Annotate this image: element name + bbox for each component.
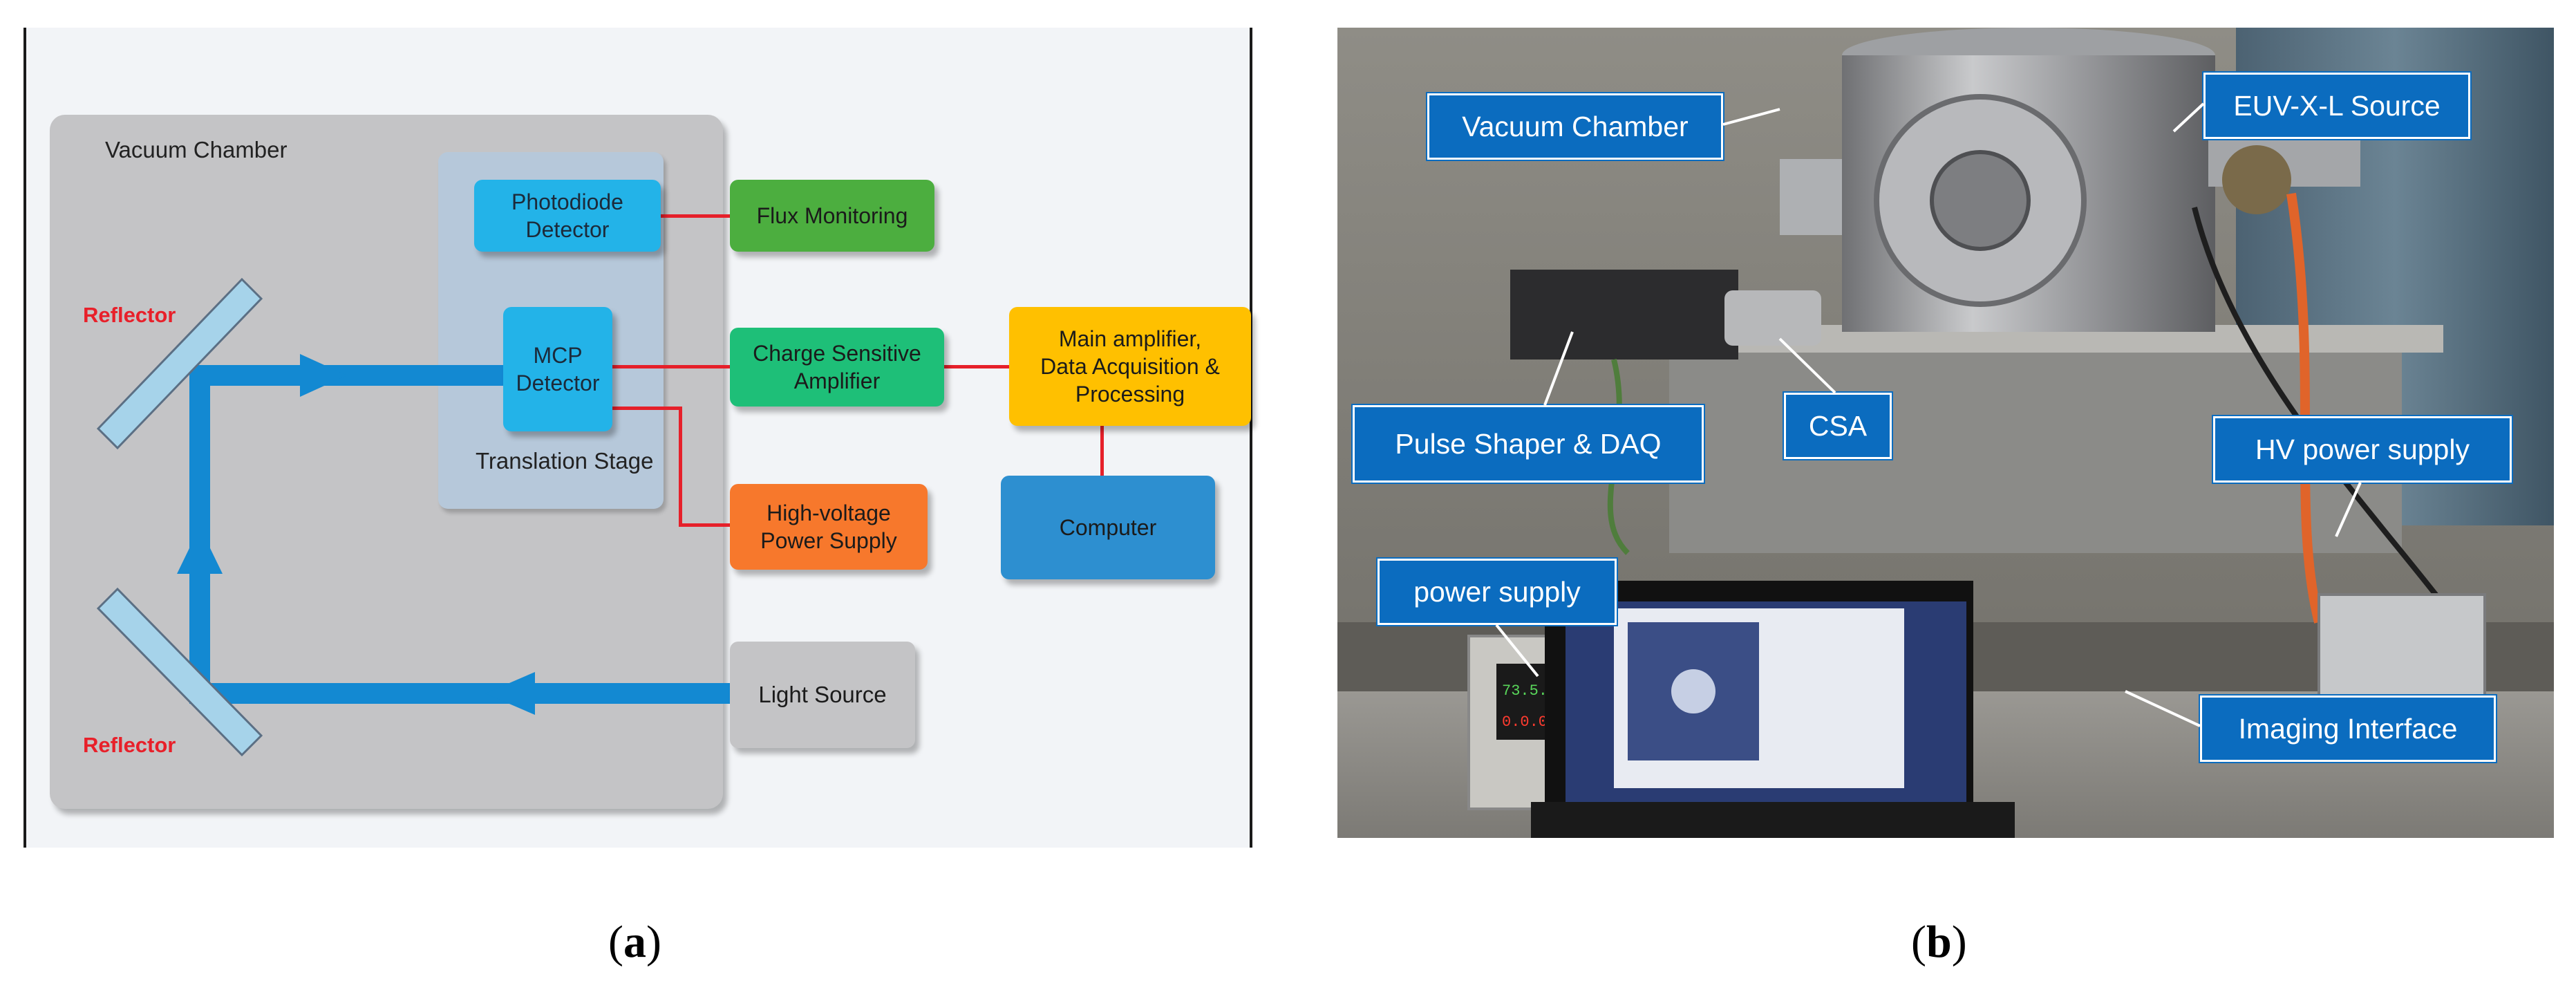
side-port-left: [1780, 159, 1842, 235]
flux-monitoring-box: Flux Monitoring: [730, 180, 934, 252]
wire-photodiode-flux: [661, 214, 730, 218]
daq-electronics: [1510, 270, 1738, 360]
charge-sensitive-amplifier-box: Charge Sensitive Amplifier: [730, 328, 944, 407]
reflector-top-label: Reflector: [83, 303, 176, 327]
diffraction-spot: [1671, 669, 1715, 713]
mcp-detector-box: MCP Detector: [503, 307, 612, 431]
wire-mcp-csa: [612, 365, 730, 368]
computer-box: Computer: [1001, 476, 1215, 579]
wire-mcp-hv-h1: [612, 407, 681, 410]
wire-mainamp-computer: [1100, 426, 1104, 503]
euv-source-body: [2222, 145, 2291, 214]
wire-mcp-hv-v: [679, 407, 682, 527]
high-voltage-power-supply-box: High-voltage Power Supply: [730, 484, 928, 570]
chamber-port: [1930, 150, 2031, 251]
photodiode-detector-box: Photodiode Detector: [474, 180, 661, 252]
translation-stage-label: Translation Stage: [476, 448, 654, 474]
lab-setup-photo: 73.5.12 2.00 15 0.0.0.0 13.54 Vacuum Cha…: [1337, 28, 2554, 838]
light-source-box: Light Source: [730, 642, 915, 748]
reflector-bottom-label: Reflector: [83, 733, 176, 757]
beam-left-vertical: [189, 365, 210, 704]
beam-top-horizontal: [189, 365, 503, 386]
panel-left-border: [23, 28, 26, 848]
wire-mcp-hv-h2: [679, 523, 730, 527]
beam-bottom-horizontal: [189, 683, 735, 704]
callout-pulse-shaper: Pulse Shaper & DAQ: [1353, 405, 1704, 483]
callout-hv-power-supply: HV power supply: [2213, 416, 2512, 483]
laptop-base: [1531, 802, 2015, 838]
callout-euv-source: EUV-X-L Source: [2203, 73, 2470, 139]
callout-imaging-interface: Imaging Interface: [2200, 695, 2496, 762]
hv-supply-unit: [2318, 593, 2486, 700]
vacuum-chamber-label: Vacuum Chamber: [105, 137, 288, 162]
main-amplifier-daq-box: Main amplifier, Data Acquisition & Proce…: [1009, 307, 1251, 426]
schematic-panel: Vacuum Chamber Translation Stage Reflect…: [23, 28, 1252, 848]
caption-a: (a): [608, 917, 661, 967]
caption-b: (b): [1911, 917, 1967, 967]
callout-csa: CSA: [1784, 393, 1892, 459]
panel-right-border: [1250, 28, 1252, 848]
csa-connector: [1724, 290, 1821, 346]
callout-power-supply: power supply: [1378, 559, 1617, 625]
callout-vacuum-chamber: Vacuum Chamber: [1427, 93, 1723, 160]
wire-csa-mainamp: [944, 365, 1009, 368]
